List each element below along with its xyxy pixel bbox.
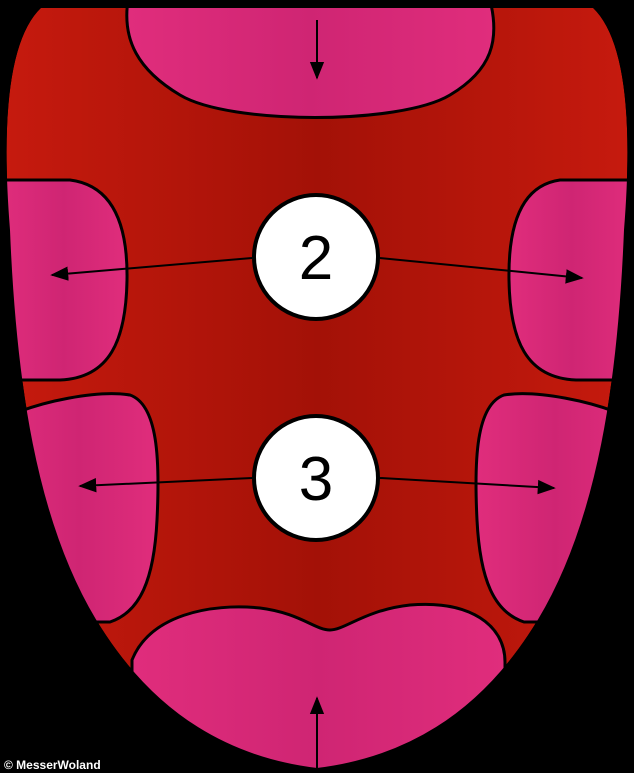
zone-left-front [4,178,129,382]
marker-3-label: 3 [299,445,333,514]
zone-left-back [4,392,160,624]
marker-2: 2 [252,193,380,321]
credit-text: © MesserWoland [4,758,101,772]
arrow-left-back [78,477,253,493]
marker-3: 3 [252,414,380,542]
arrow-right-front [379,257,584,284]
arrow-left-front [50,257,253,281]
marker-2-label: 2 [299,224,333,293]
zone-tip [125,6,496,119]
zone-right-front [507,178,630,382]
zone-right-back [474,392,630,624]
zone-root [130,602,507,770]
arrow-right-back [379,477,556,495]
